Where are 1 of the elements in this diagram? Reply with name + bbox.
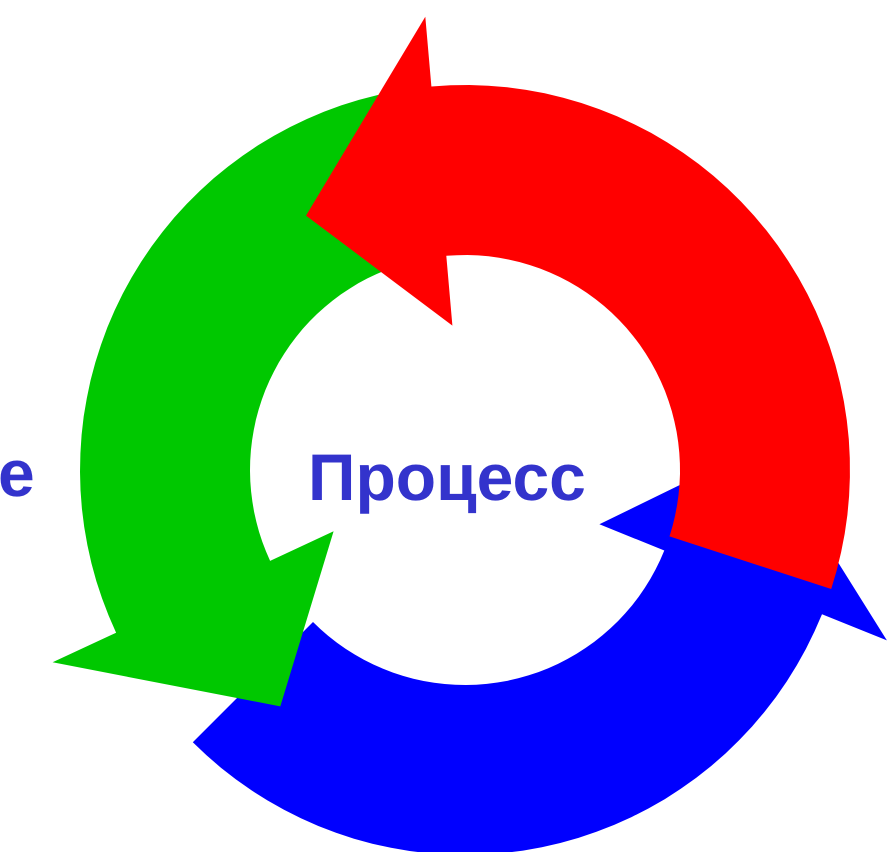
text-fragment: е [0, 440, 35, 506]
